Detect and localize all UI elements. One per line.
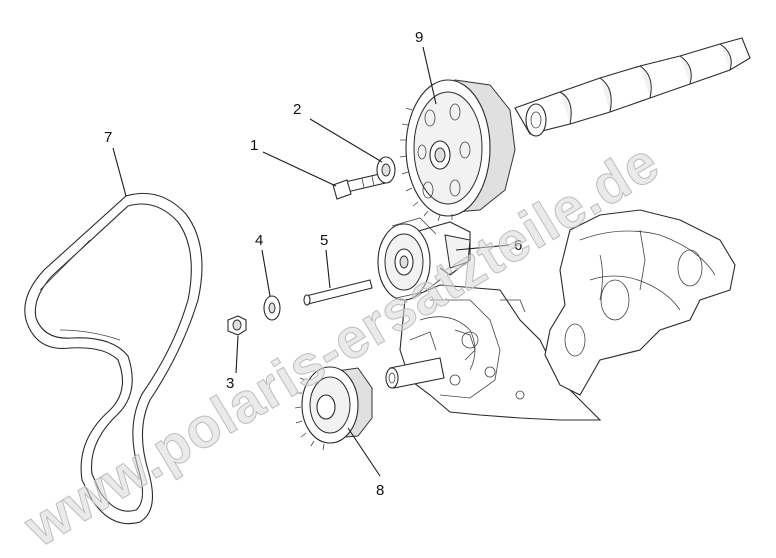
timing-belt (24, 192, 203, 525)
leader-6 (455, 244, 511, 251)
engine-block (385, 284, 602, 421)
leader-1 (262, 151, 337, 187)
leader-5 (325, 249, 331, 289)
callout-3: 3 (226, 375, 234, 392)
camshaft (514, 37, 751, 137)
callout-1: 1 (250, 137, 258, 154)
callout-7: 7 (104, 129, 112, 146)
callout-6: 6 (514, 237, 522, 254)
leader-lines (112, 46, 511, 477)
leader-7 (112, 147, 127, 197)
stud-pin (303, 279, 373, 306)
tensioner-washer (263, 295, 281, 321)
callout-labels: 1 2 3 4 5 6 7 8 9 (104, 29, 522, 499)
leader-2 (309, 118, 383, 163)
leader-8 (347, 427, 381, 477)
crankshaft (544, 209, 736, 396)
callout-2: 2 (293, 101, 301, 118)
crankshaft-sprocket (294, 366, 373, 451)
callout-9: 9 (415, 29, 423, 46)
cam-washer (376, 156, 396, 184)
leader-9 (422, 46, 437, 105)
leader-4 (261, 249, 271, 297)
hex-nut (227, 315, 247, 336)
tensioner-pulley (377, 217, 471, 301)
callout-4: 4 (255, 232, 263, 249)
callout-5: 5 (320, 232, 328, 249)
callout-8: 8 (376, 482, 384, 499)
camshaft-sprocket (399, 79, 516, 222)
leader-3 (235, 335, 239, 374)
